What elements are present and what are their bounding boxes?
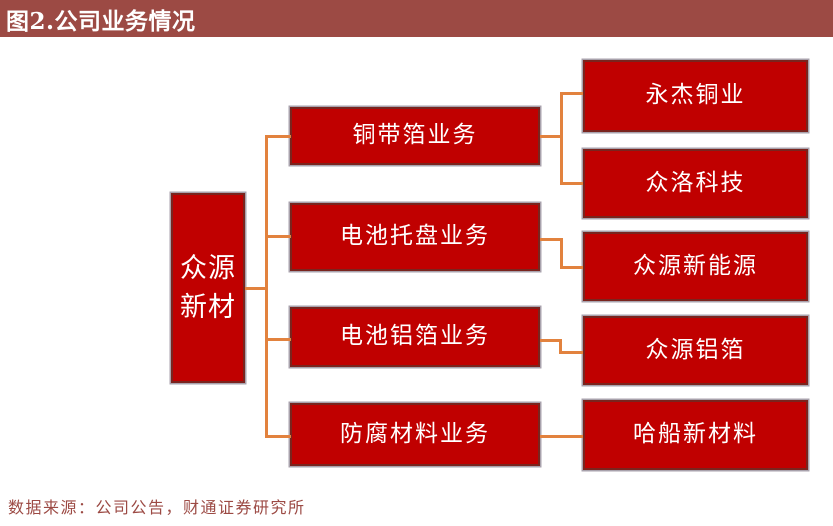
node-child-zhongyuan-new-energy: 众源新能源 — [583, 232, 808, 301]
node-branch-battery-aluminum-foil: 电池铝箔业务 — [290, 307, 540, 367]
connector-branch-1-out — [540, 135, 563, 138]
connector-trunk-to-branch-4 — [265, 435, 291, 438]
connector-trunk-to-branch-1 — [265, 135, 291, 138]
connector-branch-3-out — [540, 339, 562, 342]
connector-branch-3-to-child — [559, 351, 583, 354]
connector-root-to-trunk — [245, 287, 268, 290]
connector-branch-2-step — [560, 238, 563, 269]
connector-branch-1-bracket — [560, 92, 563, 185]
node-child-zhongluo-tech: 众洛科技 — [583, 149, 808, 218]
connector-branch-2-out — [540, 238, 563, 241]
connector-trunk-to-branch-3 — [265, 338, 291, 341]
connector-branch-2-to-child — [560, 266, 583, 269]
node-child-hachuan-new-material: 哈船新材料 — [583, 400, 808, 470]
node-root-company: 众源新材 — [171, 193, 245, 383]
connector-trunk-to-branch-2 — [265, 235, 291, 238]
connector-branch-4-to-child — [540, 435, 583, 438]
connector-branch-1-to-child-1 — [560, 92, 583, 95]
node-branch-anticorrosion-material: 防腐材料业务 — [290, 403, 540, 466]
connector-branch-1-to-child-2 — [560, 182, 583, 185]
node-branch-copper-strip-foil: 铜带箔业务 — [290, 107, 540, 165]
figure-title: 图2.公司业务情况 — [0, 0, 833, 37]
connector-trunk-vertical — [265, 135, 268, 438]
node-child-yongjie-copper: 永杰铜业 — [583, 60, 808, 132]
node-branch-battery-tray: 电池托盘业务 — [290, 203, 540, 271]
connector-branch-3-step — [559, 339, 562, 354]
node-child-zhongyuan-aluminum-foil: 众源铝箔 — [583, 316, 808, 385]
data-source-note: 数据来源：公司公告，财通证券研究所 — [8, 498, 306, 517]
